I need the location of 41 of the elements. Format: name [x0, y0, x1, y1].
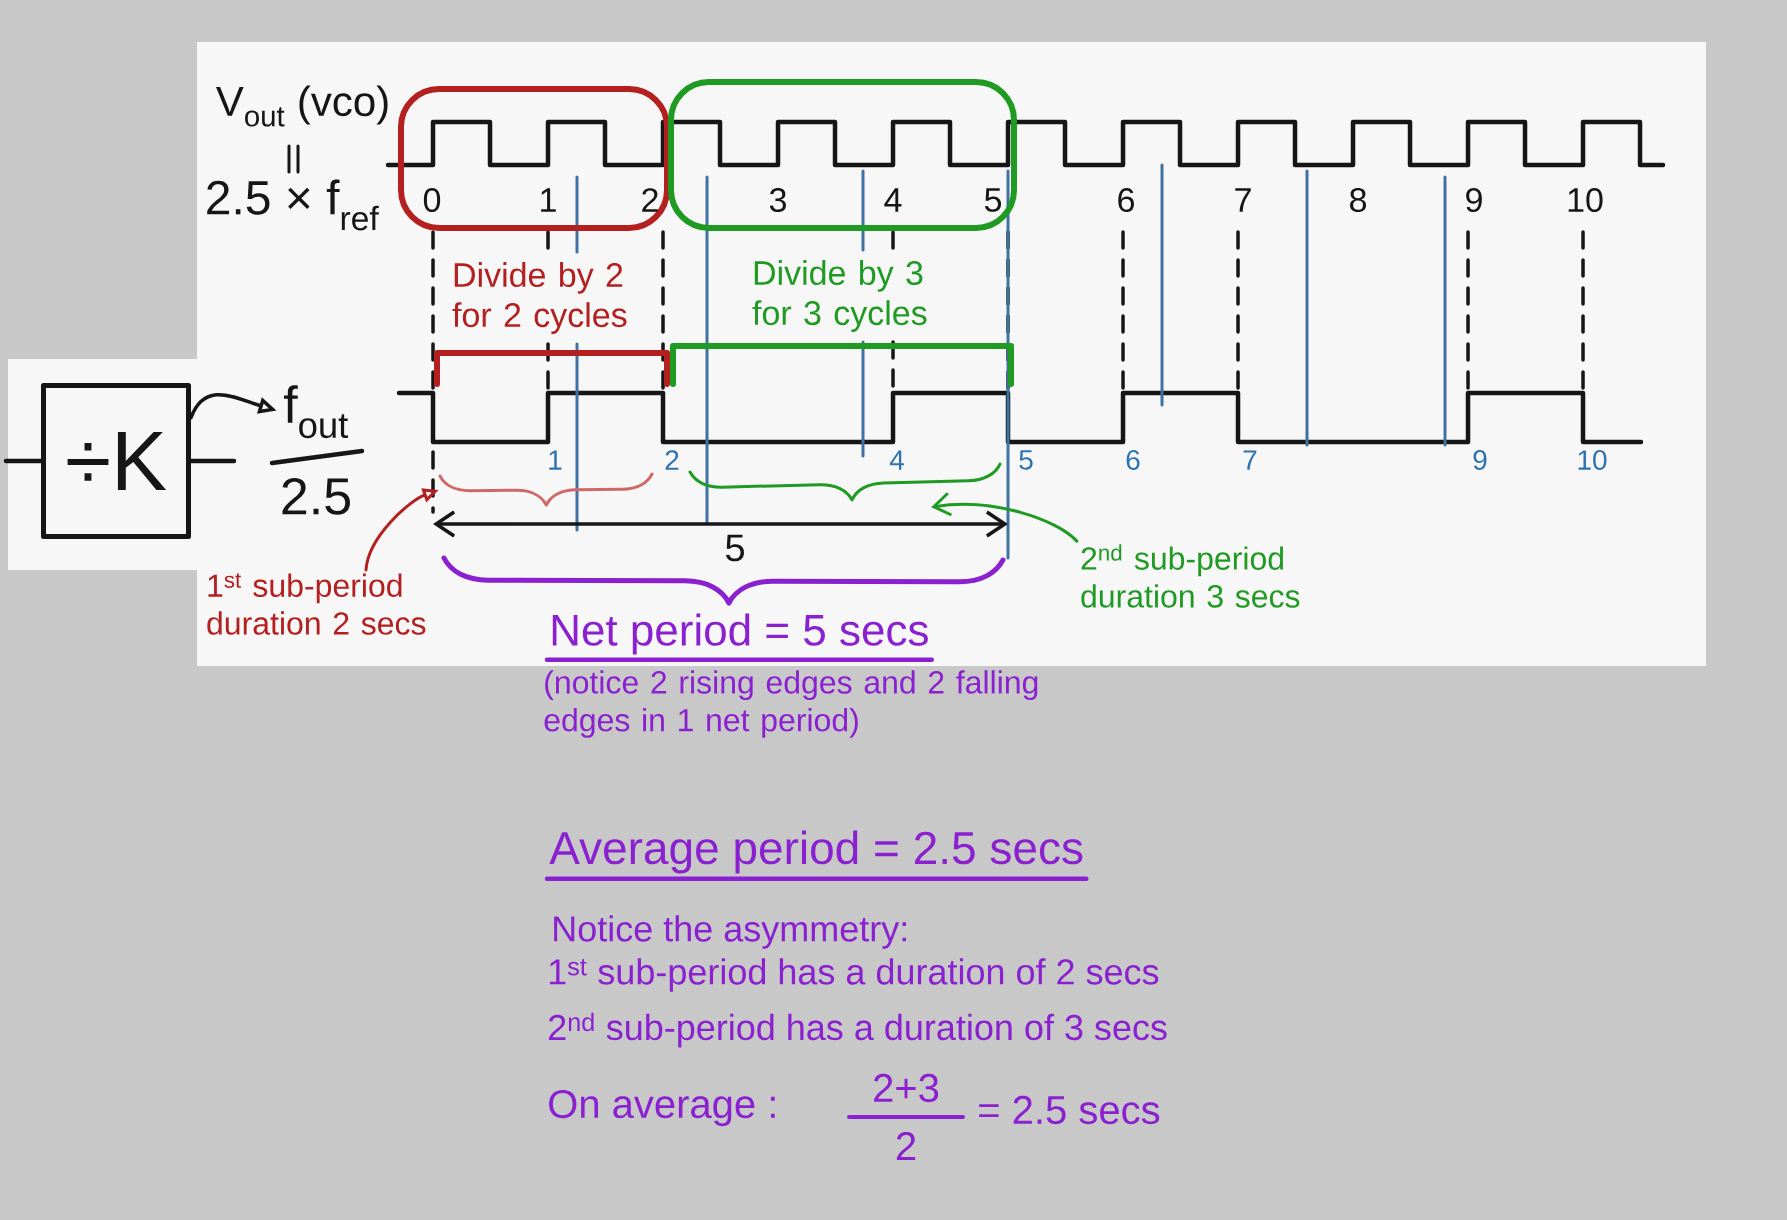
divider-block: ÷K — [41, 383, 191, 539]
tick-number: 3 — [769, 187, 786, 213]
fraction-label: f$_{out}$ 2.5 — [282, 385, 350, 515]
fraction-part: 2 — [896, 1132, 916, 1160]
tick-number: 2 — [665, 450, 679, 470]
tick-number: 6 — [1118, 187, 1134, 213]
note-text: Divide by 2 for 2 cycles — [452, 262, 627, 334]
tick-number: 10 — [1568, 187, 1603, 213]
tick-number: 9 — [1473, 450, 1487, 470]
equation-text: Average period = 2.5 secs — [549, 830, 1083, 874]
tick-number: 6 — [1126, 450, 1140, 470]
note-text: 2$^{nd}$ sub-period has a duration of 3 secs — [549, 1012, 1167, 1048]
equation-text: On average : — [549, 1089, 775, 1127]
tick-number: 7 — [1235, 188, 1251, 212]
dimension-label: 5 — [725, 534, 744, 562]
annotation: 2$^{nd}$ sub-period duration 3 secs — [1081, 544, 1300, 608]
wire — [188, 458, 237, 464]
signal-label: V$_{out}$ (vco) — [216, 85, 388, 127]
tick-number: 4 — [884, 188, 902, 212]
annotation: 1$^{st}$ sub-period duration 2 secs — [207, 573, 426, 635]
tick-number: 8 — [1350, 187, 1366, 213]
wire — [3, 458, 44, 464]
tick-number: 2 — [642, 188, 658, 212]
fraction-part: 2+3 — [874, 1073, 939, 1103]
note-text: Notice the asymmetry: — [554, 915, 906, 949]
leader-arrow — [931, 492, 1079, 543]
tick-number: 4 — [889, 450, 904, 470]
equation-text: = 2.5 secs — [979, 1095, 1160, 1125]
note-text: 1$^{st}$ sub-period has a duration of 2 secs — [549, 958, 1159, 992]
signal-label: 2.5 × f$_{ref}$ — [207, 179, 379, 231]
curly-brace — [438, 472, 654, 507]
note-text: Divide by 3 for 3 cycles — [752, 260, 927, 332]
tick-number: 10 — [1578, 450, 1607, 470]
tick-number: 0 — [423, 187, 441, 213]
note-text: (notice 2 rising edges and 2 falling edges in 1 net period) — [544, 670, 1038, 738]
tick-number: 5 — [984, 188, 1002, 212]
equation-text: Net period = 5 secs — [552, 613, 928, 655]
tick-number: 7 — [1243, 450, 1257, 470]
tick-number: 9 — [1466, 187, 1482, 213]
tick-number: 5 — [1019, 450, 1033, 470]
tick-number: 1 — [541, 188, 556, 212]
